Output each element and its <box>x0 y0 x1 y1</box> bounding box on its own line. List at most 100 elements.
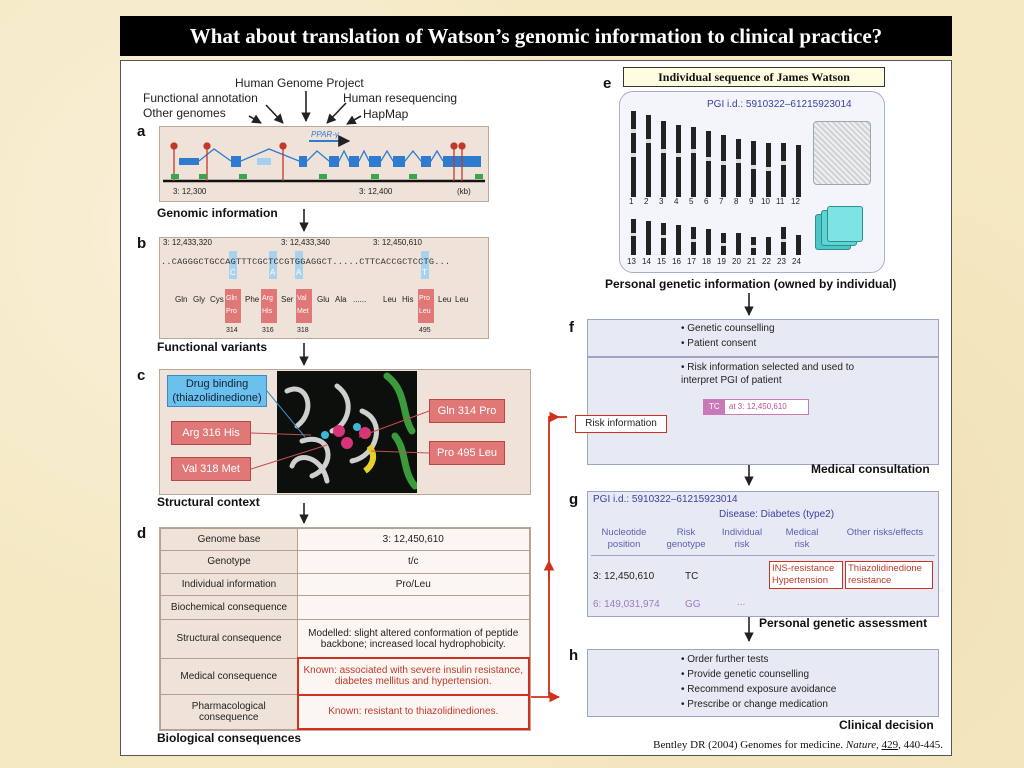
table-row: Structural consequence Modelled: slight … <box>160 619 530 659</box>
caption-structural-context: Structural context <box>157 495 260 509</box>
chrom-label: 19 <box>717 257 726 266</box>
bullet-risk-selected: • Risk information selected and used to … <box>681 362 855 386</box>
protein-ribbons <box>284 372 417 490</box>
label-arg-316-his: Arg 316 His <box>171 421 251 445</box>
row-value: t/c <box>297 550 530 574</box>
chrom-label: 2 <box>644 197 649 206</box>
bullet-prescribe: • Prescribe or change medication <box>681 699 828 710</box>
g-divider <box>591 555 935 556</box>
variant-highlight-2 <box>269 251 277 279</box>
source-other-genomes: Other genomes <box>143 106 226 120</box>
source-human-genome-project: Human Genome Project <box>235 76 364 90</box>
row-value: Modelled: slight altered conformation of… <box>297 619 530 659</box>
variant-highlight-3 <box>295 251 303 279</box>
label-gln-314-pro: Gln 314 Pro <box>429 399 505 423</box>
panel-f-top <box>587 319 939 357</box>
chrom-label: 24 <box>792 257 801 266</box>
chrom-label: 16 <box>672 257 681 266</box>
chrom-label: 10 <box>761 197 770 206</box>
aa-316-bottom: His <box>262 308 273 315</box>
chrom-labels-row1: 1 2 3 4 5 6 7 8 9 10 11 12 <box>627 197 807 209</box>
chrom-label: 5 <box>689 197 694 206</box>
row-key: Biochemical consequence <box>160 594 298 621</box>
aa-variant-314 <box>225 289 241 323</box>
aa-phe: Phe <box>245 295 260 304</box>
table-row: Medical consequence Known: associated wi… <box>160 657 530 696</box>
row-key: Structural consequence <box>160 619 298 659</box>
aa-cys: Cys <box>210 295 224 304</box>
dna-chip-icon <box>813 121 871 185</box>
aa-leu-2: Leu <box>438 295 452 304</box>
g-row2-position: 6: 149,031,974 <box>593 599 660 610</box>
g-row1-position: 3: 12,450,610 <box>593 571 655 582</box>
chrom-label: 1 <box>629 197 634 206</box>
source-human-resequencing: Human resequencing <box>343 91 458 105</box>
aa-ala: Ala <box>335 295 347 304</box>
consequence-table: Genome base 3: 12,450,610 Genotype t/c I… <box>160 527 530 731</box>
chrom-label: 15 <box>657 257 666 266</box>
aa-495-top: Pro <box>419 295 430 302</box>
caption-personal-genetic-assessment: Personal genetic assessment <box>759 616 928 630</box>
caption-biological-consequences: Biological consequences <box>157 731 302 745</box>
bullet-patient-consent: • Patient consent <box>681 338 757 349</box>
panel-letter-h: h <box>569 647 579 664</box>
chrom-label: 17 <box>687 257 696 266</box>
citation: Bentley DR (2004) Genomes for medicine. … <box>653 739 943 751</box>
table-row: Individual information Pro/Leu <box>160 572 530 596</box>
c-connector-lines <box>250 390 430 470</box>
row-key: Pharmacological consequence <box>160 694 298 730</box>
chrom-label: 9 <box>749 197 754 206</box>
aa-316-num: 316 <box>262 327 274 334</box>
caption-personal-genetic-info: Personal genetic information (owned by i… <box>605 277 897 291</box>
g-header-nucleotide: Nucleotide position <box>601 527 647 550</box>
citation-pages: , 440-445. <box>898 739 943 751</box>
slide-title: What about translation of Watson’s genom… <box>120 16 952 56</box>
aa-495-bottom: Leu <box>419 308 431 315</box>
chrom-label: 6 <box>704 197 709 206</box>
aa-glu: Glu <box>317 295 330 304</box>
chrom-labels-row2: 13 14 15 16 17 18 19 20 21 22 23 24 <box>627 257 807 269</box>
data-cards-icon <box>815 206 865 252</box>
chrom-label: 20 <box>732 257 741 266</box>
row-value-pharma: Known: resistant to thiazolidinediones. <box>296 693 530 731</box>
source-arrows <box>248 91 362 125</box>
b-coord-1: 3: 12,433,320 <box>163 238 212 247</box>
panel-letter-f: f <box>569 319 574 336</box>
chrom-label: 12 <box>791 197 800 206</box>
citation-volume: 429 <box>881 739 899 751</box>
citation-text: Bentley DR (2004) Genomes for medicine. <box>653 739 846 751</box>
aa-318-bottom: Met <box>297 308 309 315</box>
pgi-id-e: PGI i.d.: 5910322–61215923014 <box>707 99 852 110</box>
chrom-label: 8 <box>734 197 739 206</box>
row-value: Pro/Leu <box>297 572 530 596</box>
chrom-label: 11 <box>776 197 785 206</box>
chrom-label: 21 <box>747 257 756 266</box>
aa-gap: ...... <box>353 295 367 304</box>
chrom-label: 3 <box>659 197 664 206</box>
pgi-id-g: PGI i.d.: 5910322–61215923014 <box>593 494 738 505</box>
figure: Individual sequence of James Watson Huma… <box>120 60 952 756</box>
aa-leu: Leu <box>383 295 397 304</box>
citation-sep: , <box>876 739 882 751</box>
coord-right: 3: 12,400 <box>359 187 393 196</box>
variant-base-3: A <box>296 268 302 277</box>
citation-journal: Nature <box>845 739 877 751</box>
variant-highlight-4 <box>421 251 429 279</box>
label-pro-495-leu: Pro 495 Leu <box>429 441 505 465</box>
b-coord-2: 3: 12,433,340 <box>281 238 330 247</box>
bullet-genetic-counselling: • Genetic counselling <box>681 323 775 334</box>
panel-letter-c: c <box>137 367 146 384</box>
caption-clinical-decision: Clinical decision <box>839 718 934 732</box>
gene-track: PPAR-γ <box>163 130 485 183</box>
variant-base-4: T <box>422 268 427 277</box>
b-coord-3: 3: 12,450,610 <box>373 238 422 247</box>
g-header-risk-genotype: Risk genotype <box>666 527 706 550</box>
tc-tag-coord: at 3: 12,450,610 <box>728 402 787 411</box>
table-row: Genotype t/c <box>160 550 530 574</box>
aa-gly: Gly <box>193 295 205 304</box>
g-row2-genotype: GG <box>685 599 701 610</box>
g-row2-individual: ... <box>737 597 746 608</box>
aa-gln: Gln <box>175 295 188 304</box>
caption-medical-consultation: Medical consultation <box>811 462 930 476</box>
variant-highlight-1 <box>229 251 237 279</box>
